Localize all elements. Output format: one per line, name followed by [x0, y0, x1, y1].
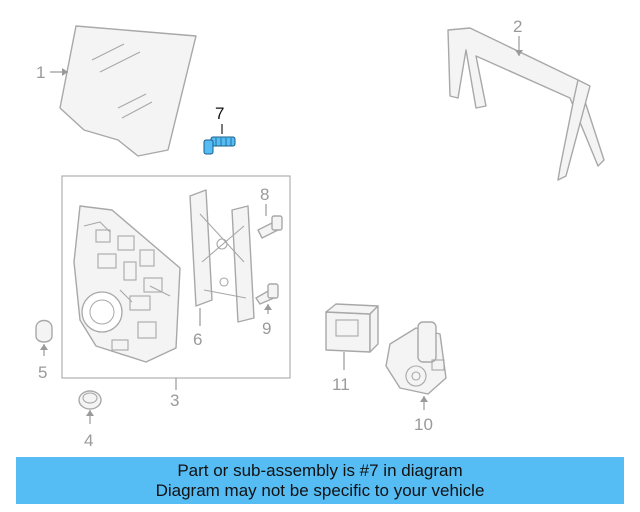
banner-line-2: Diagram may not be specific to your vehi… [155, 481, 485, 500]
plug-4-part[interactable] [78, 390, 102, 424]
callout-11: 11 [332, 375, 350, 394]
callout-3: 3 [170, 391, 179, 410]
door-glass-part[interactable] [50, 25, 197, 157]
callout-1: 1 [36, 63, 45, 82]
regulator-track-part[interactable] [189, 189, 255, 326]
run-channel-part[interactable] [447, 27, 605, 181]
info-banner: Part or sub-assembly is #7 in diagram Di… [16, 457, 624, 504]
plug-5-part[interactable] [35, 319, 53, 357]
control-module-part[interactable] [325, 303, 379, 370]
window-motor-part[interactable] [385, 321, 447, 410]
callout-5: 5 [38, 363, 47, 382]
bolt-8-part[interactable] [257, 204, 283, 239]
parts-diagram: 1 2 7 3 [35, 17, 605, 450]
bolt-9-part[interactable] [255, 283, 279, 314]
callout-9: 9 [262, 319, 271, 338]
callout-2: 2 [513, 17, 522, 36]
banner-line-1: Part or sub-assembly is #7 in diagram [177, 461, 463, 480]
callout-7: 7 [215, 104, 224, 123]
callout-10: 10 [414, 415, 433, 434]
callout-6: 6 [193, 330, 202, 349]
callout-8: 8 [260, 185, 269, 204]
bolt-7-part[interactable] [203, 124, 236, 155]
carrier-panel-part[interactable] [73, 205, 181, 363]
callout-4: 4 [84, 431, 93, 450]
